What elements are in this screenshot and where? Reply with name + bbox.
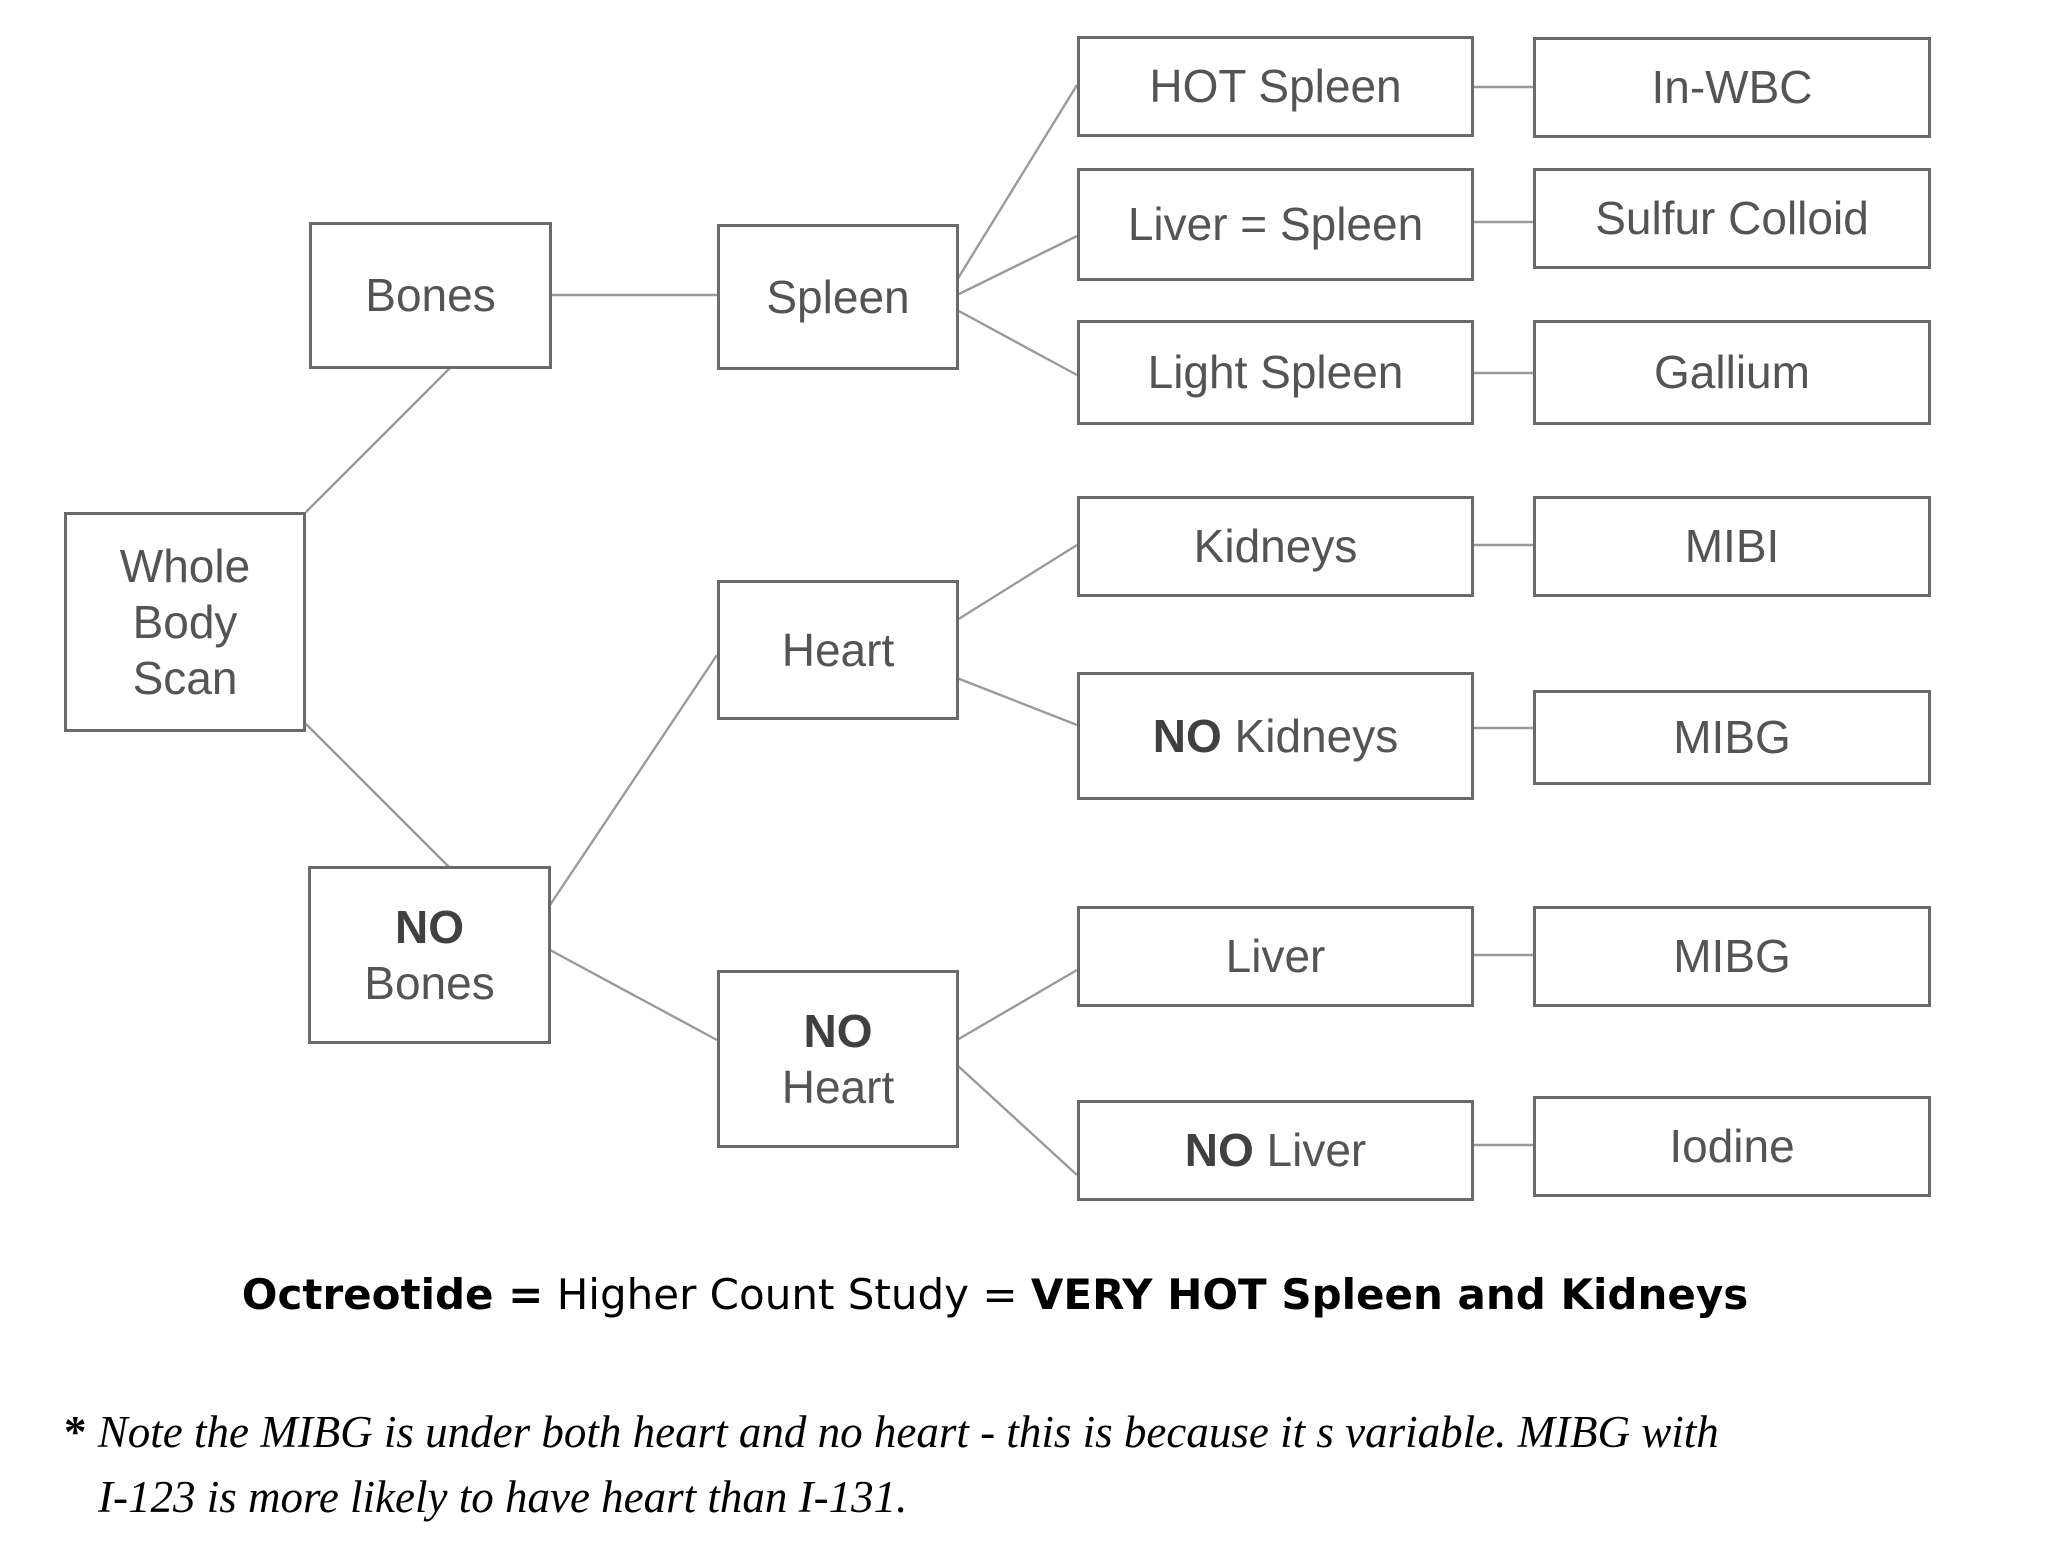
connector-no-bones-no-heart xyxy=(549,948,718,1042)
node-no-liver-bold: NO xyxy=(1184,1124,1254,1177)
node-in-wbc-label: In-WBC xyxy=(1651,61,1813,114)
connector-heart-no-kidneys xyxy=(956,676,1078,727)
node-whole-body-scan-line-3: Scan xyxy=(132,652,238,705)
node-in-wbc: In-WBC xyxy=(1533,37,1931,138)
node-no-heart-bold: NO xyxy=(803,1004,873,1057)
node-bones-label: Bones xyxy=(365,269,496,322)
octreotide-summary: Octreotide = Higher Count Study = VERY H… xyxy=(0,1270,1990,1319)
connector-no-heart-no-liver xyxy=(956,1064,1078,1176)
mibg-footnote: * Note the MIBG is under both heart and … xyxy=(64,1400,1944,1530)
footnote-line-1: Note the MIBG is under both heart and no… xyxy=(86,1407,1719,1457)
node-kidneys: Kidneys xyxy=(1077,496,1474,597)
node-mibg-no-heart-label: MIBG xyxy=(1673,930,1791,983)
connector-root-no-bones xyxy=(305,723,451,869)
node-mibg-heart-label: MIBG xyxy=(1673,711,1791,764)
node-whole-body-scan-line-1: Whole xyxy=(119,539,251,592)
summary-part-1: Octreotide = xyxy=(241,1270,544,1319)
node-no-liver-text: NO Liver xyxy=(1185,1122,1366,1178)
node-gallium: Gallium xyxy=(1533,320,1931,425)
node-heart-label: Heart xyxy=(781,623,895,676)
node-mibg-heart: MIBG xyxy=(1533,690,1931,785)
node-hot-spleen: HOT Spleen xyxy=(1077,36,1474,137)
node-iodine: Iodine xyxy=(1533,1096,1931,1197)
node-mibi-label: MIBI xyxy=(1684,520,1780,573)
node-liver: Liver xyxy=(1077,906,1474,1007)
node-whole-body-scan-line-2: Body xyxy=(132,595,238,648)
node-spleen: Spleen xyxy=(717,224,959,370)
node-no-bones: NO Bones xyxy=(308,866,551,1044)
node-no-heart: NO Heart xyxy=(717,970,959,1148)
node-no-heart-label: Heart xyxy=(781,1061,895,1113)
node-sulfur-colloid-label: Sulfur Colloid xyxy=(1595,192,1869,245)
node-spleen-label: Spleen xyxy=(766,270,910,323)
node-heart: Heart xyxy=(717,580,959,720)
footnote-line-2: I-123 is more likely to have heart than … xyxy=(98,1472,908,1522)
node-mibg-no-heart: MIBG xyxy=(1533,906,1931,1007)
connector-no-heart-liver xyxy=(956,968,1078,1042)
node-liver-label: Liver xyxy=(1225,930,1326,983)
connector-spleen-hot-spleen xyxy=(955,84,1079,281)
connector-spleen-light-spleen xyxy=(956,308,1078,377)
connector-spleen-liver-equals-spleen xyxy=(956,234,1078,297)
footnote-asterisk: * xyxy=(64,1407,87,1457)
node-no-kidneys-bold: NO xyxy=(1152,709,1222,762)
node-mibi: MIBI xyxy=(1533,496,1931,597)
node-no-bones-label: Bones xyxy=(364,957,495,1009)
node-no-kidneys-label: Kidneys xyxy=(1221,709,1399,762)
node-bones: Bones xyxy=(309,222,552,369)
node-no-kidneys: NO Kidneys xyxy=(1077,672,1474,800)
node-no-liver-label: Liver xyxy=(1253,1124,1367,1177)
node-liver-equals-spleen: Liver = Spleen xyxy=(1077,168,1474,281)
summary-part-3: VERY HOT Spleen and Kidneys xyxy=(1030,1270,1749,1319)
node-sulfur-colloid: Sulfur Colloid xyxy=(1533,168,1931,269)
node-gallium-label: Gallium xyxy=(1654,346,1810,399)
node-liver-equals-spleen-label: Liver = Spleen xyxy=(1127,198,1424,251)
node-no-kidneys-text: NO Kidneys xyxy=(1153,708,1398,764)
node-light-spleen-label: Light Spleen xyxy=(1147,346,1404,399)
node-light-spleen: Light Spleen xyxy=(1077,320,1474,425)
connector-root-bones xyxy=(305,367,451,513)
node-no-liver: NO Liver xyxy=(1077,1100,1474,1201)
connector-no-bones-heart xyxy=(549,654,718,906)
node-iodine-label: Iodine xyxy=(1669,1120,1795,1173)
node-hot-spleen-label: HOT Spleen xyxy=(1149,60,1402,113)
summary-part-2: Higher Count Study = xyxy=(543,1270,1031,1319)
connector-heart-kidneys xyxy=(956,543,1078,622)
node-kidneys-label: Kidneys xyxy=(1193,520,1358,573)
node-whole-body-scan: Whole Body Scan xyxy=(64,512,306,732)
node-no-bones-bold: NO xyxy=(395,900,464,953)
